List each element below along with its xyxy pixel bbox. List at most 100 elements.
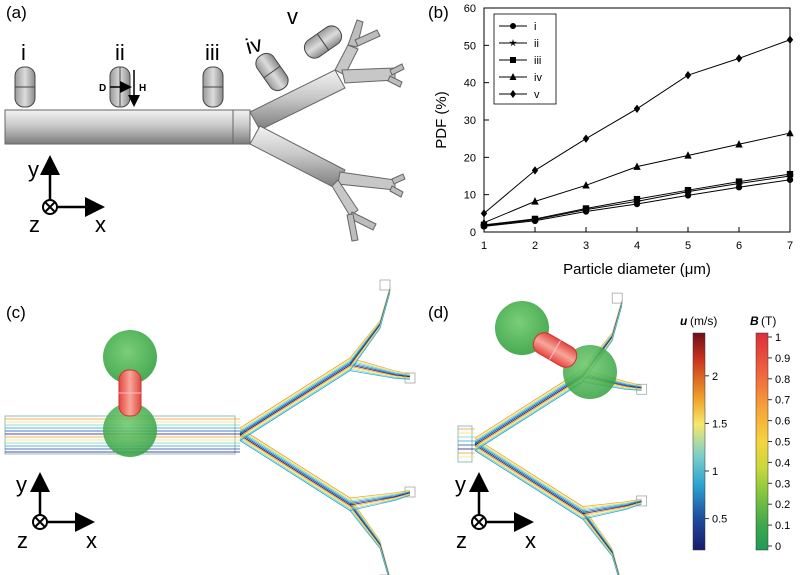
- axes-c: y x z: [16, 472, 97, 553]
- streamline: [239, 427, 390, 575]
- streamline: [239, 288, 391, 433]
- axis-y-label-c: y: [16, 472, 27, 497]
- series-line-iv: [483, 132, 791, 224]
- streamline: [239, 438, 389, 575]
- y-tick-label: 50: [464, 40, 476, 52]
- streamline: [239, 368, 411, 440]
- streamline: [239, 366, 411, 437]
- colorbar-b-unit: (T): [761, 314, 776, 328]
- x-axis-label: Particle diameter (μm): [563, 261, 711, 278]
- axis-z-label-c: z: [17, 528, 28, 553]
- data-point-square: [582, 205, 590, 212]
- colorbar-b: B (T) 10.90.80.70.60.50.40.30.20.10: [750, 314, 790, 553]
- axis-z-label-d: z: [456, 528, 467, 553]
- series-iv: [480, 128, 794, 226]
- data-point-star: [509, 39, 517, 47]
- y-tick-label: 30: [464, 115, 476, 127]
- axis-z-cross-d: [473, 516, 485, 528]
- colorbar-u-tick-label: 2: [712, 371, 718, 383]
- streamline: [239, 289, 391, 436]
- main-channel: [4, 109, 251, 145]
- upper-tip-2: [354, 29, 381, 47]
- legend-label: iii: [534, 55, 541, 67]
- data-point-diamond: [480, 209, 488, 218]
- panel-d-label: (d): [428, 303, 449, 322]
- panel-a: (a) i ii D H iii iv: [4, 3, 406, 242]
- data-point-triangle: [509, 73, 517, 80]
- legend-box: [493, 13, 557, 105]
- colorbar-b-tick-label: 1: [775, 332, 781, 344]
- streamline: [239, 288, 391, 432]
- axis-x-label-c: x: [86, 528, 97, 553]
- particle-label-i: i: [21, 40, 26, 65]
- streamline-inlet-d: [457, 425, 473, 463]
- data-point-triangle: [786, 128, 794, 137]
- panel-b: (b) PDF (%) Particle diameter (μm) 01020…: [428, 3, 794, 278]
- y-tick-label: 60: [464, 3, 476, 15]
- data-point-diamond: [684, 71, 692, 80]
- colorbar-b-tick-label: 0.1: [775, 520, 790, 532]
- y-tick-label: 20: [464, 152, 476, 164]
- data-point-diamond: [582, 134, 590, 143]
- data-point-circle: [786, 176, 794, 183]
- dim-d-label: D: [99, 83, 106, 94]
- legend-label: ii: [534, 38, 539, 50]
- streamline: [239, 440, 389, 575]
- panel-d: (d) y x z: [428, 292, 648, 575]
- data-point-square: [735, 178, 743, 185]
- colorbar-b-tick-label: 0.7: [775, 395, 790, 407]
- streamline: [239, 360, 411, 432]
- data-point-circle: [633, 200, 641, 208]
- upper-branch: [249, 69, 346, 131]
- colorbar-u-unit: (m/s): [690, 314, 717, 328]
- data-point-triangle: [735, 140, 743, 148]
- upper-tip-4: [387, 75, 403, 88]
- x-tick-label: 5: [685, 240, 691, 252]
- streamline: [239, 357, 411, 429]
- particle-label-iv: iv: [243, 31, 265, 59]
- colorbar-b-tick-label: 0.8: [775, 374, 790, 386]
- axis-z-cross-c: [34, 516, 46, 528]
- outlet-box: [636, 495, 648, 507]
- outlet-box: [404, 486, 416, 498]
- panel-c-label: (c): [6, 303, 26, 322]
- data-point-diamond: [735, 54, 743, 63]
- colorbar-u-gradient: [692, 332, 706, 551]
- streamline: [239, 287, 391, 430]
- data-point-diamond: [510, 90, 516, 98]
- y-tick-label: 40: [464, 78, 476, 90]
- x-tick-label: 3: [583, 240, 589, 252]
- streamline: [239, 361, 411, 433]
- y-tick-label: 10: [464, 190, 476, 202]
- data-point-square: [786, 170, 794, 178]
- particle-label-ii: ii: [115, 40, 125, 65]
- upper-tip-3: [389, 63, 405, 76]
- axis-y-label: y: [28, 157, 39, 182]
- data-point-square: [633, 195, 641, 203]
- streamline: [474, 448, 619, 575]
- outlet-box: [611, 292, 623, 304]
- axes-d: y x z: [455, 472, 536, 553]
- dim-h-label: H: [139, 83, 146, 94]
- lower-branch: [249, 125, 346, 189]
- axis-y-label-d: y: [455, 472, 466, 497]
- colorbar-u-symbol: u: [680, 314, 688, 328]
- axis-x-label: x: [95, 212, 106, 237]
- legend-label: i: [534, 21, 536, 33]
- data-point-diamond: [531, 166, 539, 175]
- data-point-triangle: [684, 151, 692, 159]
- colorbar-b-tick-label: 0.9: [775, 353, 790, 365]
- data-point-square: [510, 57, 516, 63]
- streamline: [239, 370, 411, 441]
- lower-tip-4: [346, 213, 359, 242]
- panel-b-label: (b): [428, 3, 449, 22]
- series-iii: [480, 170, 794, 229]
- data-point-circle: [735, 184, 743, 191]
- streamline: [239, 363, 411, 434]
- upper-subbranch-2: [341, 67, 396, 84]
- upper-tip-1: [347, 19, 364, 48]
- colorbar-b-tick-label: 0.4: [775, 457, 790, 469]
- data-point-triangle: [582, 181, 590, 189]
- series-i: [480, 176, 794, 230]
